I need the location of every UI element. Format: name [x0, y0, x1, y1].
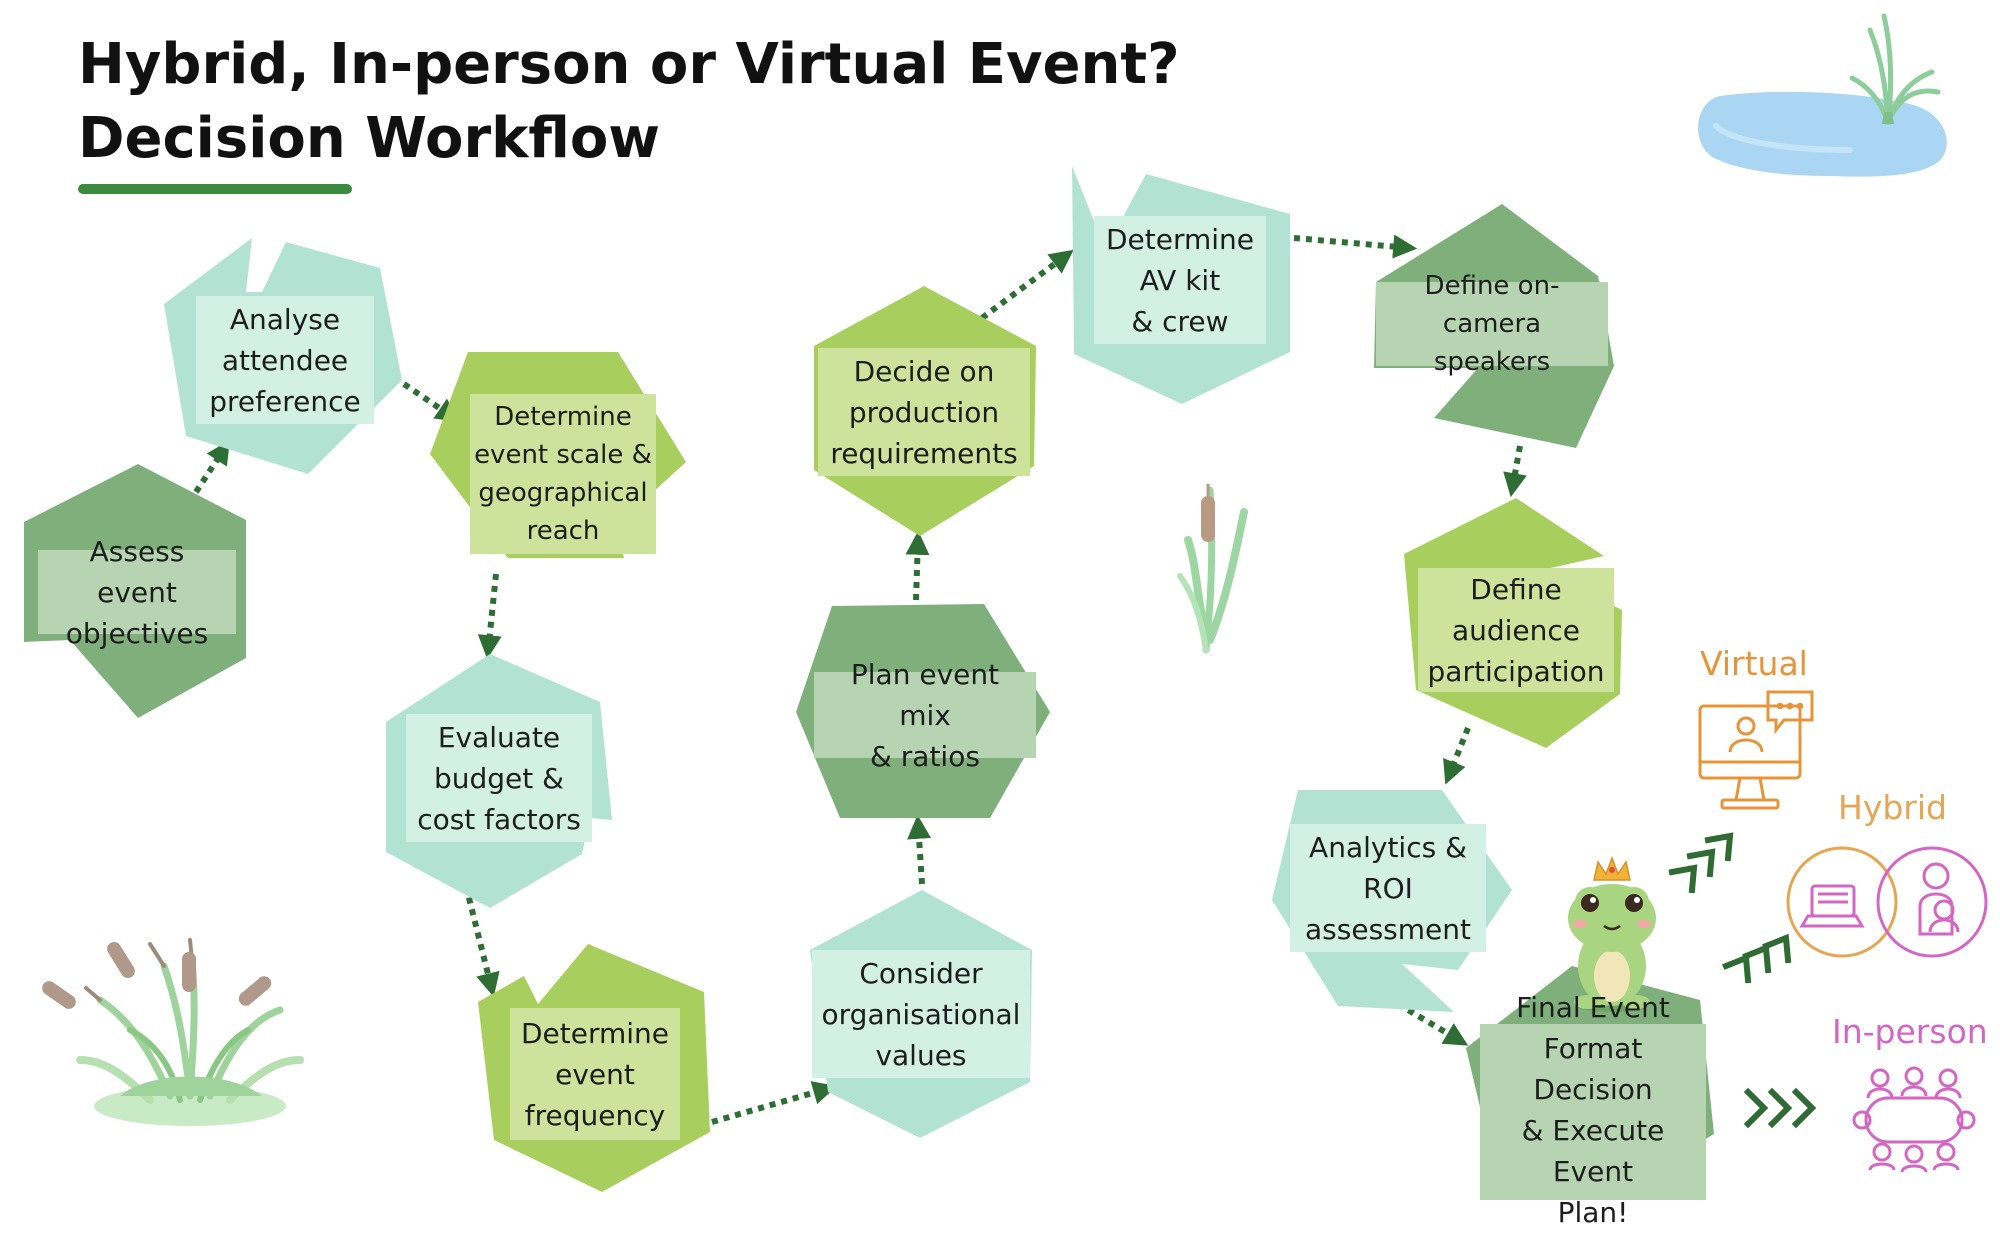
- pond-icon: [1698, 13, 1947, 177]
- step-scale-label: Determine event scale & geographical rea…: [474, 402, 652, 546]
- arrow-participation-analytics: [1443, 726, 1471, 785]
- format-hybrid-label: Hybrid: [1838, 788, 1947, 827]
- format-in-person-label: In-person: [1832, 1012, 1988, 1051]
- workflow-canvas: [24, 13, 1988, 1200]
- arrow-values-mix: [907, 814, 932, 885]
- arrow-budget-frequency: [463, 885, 500, 997]
- step-frequency-shape: [478, 944, 710, 1192]
- step-analytics-shape: [1272, 790, 1512, 1012]
- step-assess-shape: [24, 464, 246, 718]
- page-title-line-2: Decision Workflow: [78, 106, 661, 171]
- step-assess-label: Assess event objectives: [65, 534, 209, 650]
- cattail-icon: [1177, 484, 1248, 654]
- step-values-label: Consider organisational values: [821, 956, 1021, 1072]
- hybrid-venn-icon: [1786, 846, 1988, 958]
- computer-chat-icon: [1698, 690, 1814, 810]
- arrow-analytics-final: [1396, 1001, 1469, 1046]
- step-speakers-shape: [1374, 204, 1614, 448]
- step-values-shape: [810, 890, 1032, 1138]
- step-av-label: Determine AV kit & crew: [1105, 222, 1255, 338]
- step-mix-shape: [796, 604, 1050, 818]
- step-analyse-shape: [164, 238, 402, 474]
- step-frequency-label: Determine event frequency: [520, 1016, 670, 1132]
- step-final-shape: [1466, 966, 1714, 1200]
- arrow-frequency-values: [711, 1081, 837, 1125]
- step-av-shape: [1072, 166, 1290, 404]
- meeting-table-icon: [1852, 1066, 1976, 1173]
- step-speakers-label: Define on- camera speakers: [1424, 271, 1560, 377]
- step-production-label: Decide on production requirements: [830, 354, 1018, 470]
- arrow-speakers-participation: [1503, 445, 1527, 498]
- arrow-scale-budget: [477, 573, 502, 660]
- arrow-mix-production: [905, 530, 930, 601]
- title-underline: [78, 184, 352, 194]
- arrow-production-av: [980, 249, 1074, 321]
- step-mix-label: Plan event mix & ratios: [850, 657, 1000, 773]
- step-production-shape: [814, 286, 1036, 536]
- grass-cattail-icon: [42, 938, 304, 1126]
- arrow-av-speakers: [1293, 234, 1418, 259]
- step-budget-shape: [386, 654, 612, 908]
- page-title-line-1: Hybrid, In-person or Virtual Event?: [78, 32, 1180, 97]
- step-scale-shape: [430, 352, 686, 558]
- frog-prince-icon: [1568, 855, 1656, 1012]
- step-participation-shape: [1404, 498, 1622, 748]
- step-analytics-label: Analytics & ROI assessment: [1305, 830, 1471, 946]
- format-virtual-label: Virtual: [1700, 644, 1808, 683]
- page-title: Hybrid, In-person or Virtual Event? Deci…: [78, 28, 1180, 176]
- step-final-label: Final Event Format Decision & Execute Ev…: [1516, 991, 1670, 1229]
- step-analyse-label: Analyse attendee preference: [209, 302, 361, 418]
- arrow-assess-analyse: [193, 439, 230, 494]
- chevron-right-icon: [1668, 832, 1817, 1129]
- step-budget-label: Evaluate budget & cost factors: [417, 720, 581, 836]
- step-participation-label: Define audience participation: [1427, 572, 1605, 688]
